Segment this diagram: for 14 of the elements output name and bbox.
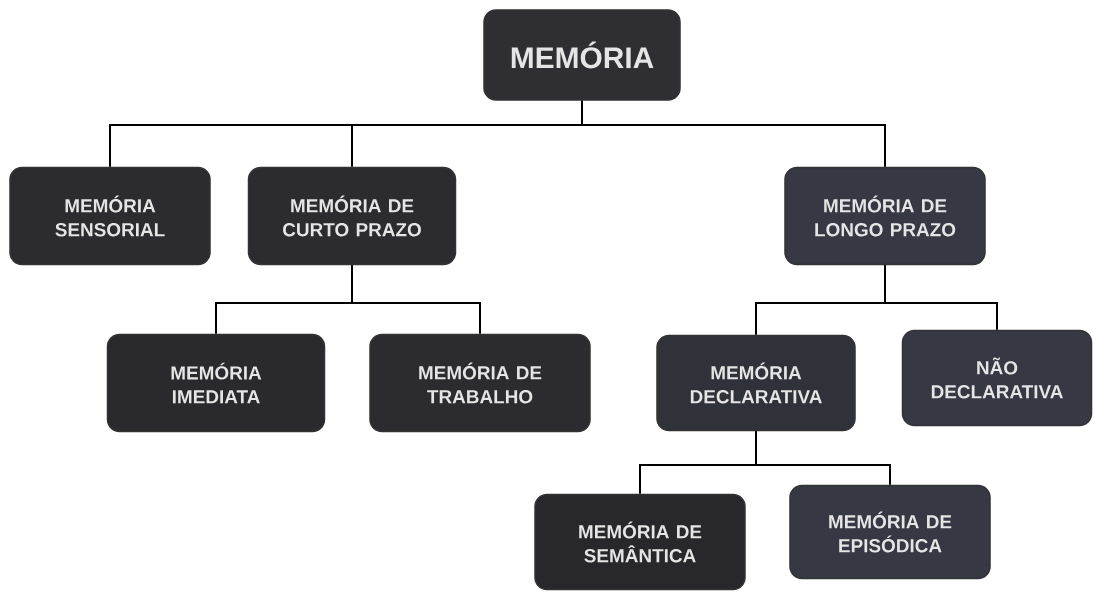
memory-box: MEMÓRIA [483, 9, 681, 101]
memory-box: MEMÓRIA DE TRABALHO [369, 333, 591, 433]
memory-box: NÃO DECLARATIVA [901, 329, 1093, 427]
memory-box: MEMÓRIA DE EPISÓDICA [789, 484, 991, 580]
memory-box: MEMÓRIA SENSORIAL [9, 166, 211, 266]
memory-box: MEMÓRIA DECLARATIVA [656, 334, 856, 432]
connector-line [884, 264, 998, 331]
memory-box: MEMÓRIA IMEDIATA [106, 333, 326, 433]
memory-box: MEMÓRIA DE CURTO PRAZO [247, 166, 457, 266]
memory-box: MEMÓRIA DE SEMÂNTICA [534, 493, 746, 591]
connector-line [351, 264, 481, 335]
connector-line [581, 99, 886, 168]
memory-box: MEMÓRIA DE LONGO PRAZO [784, 166, 986, 266]
connector-line [755, 430, 891, 486]
